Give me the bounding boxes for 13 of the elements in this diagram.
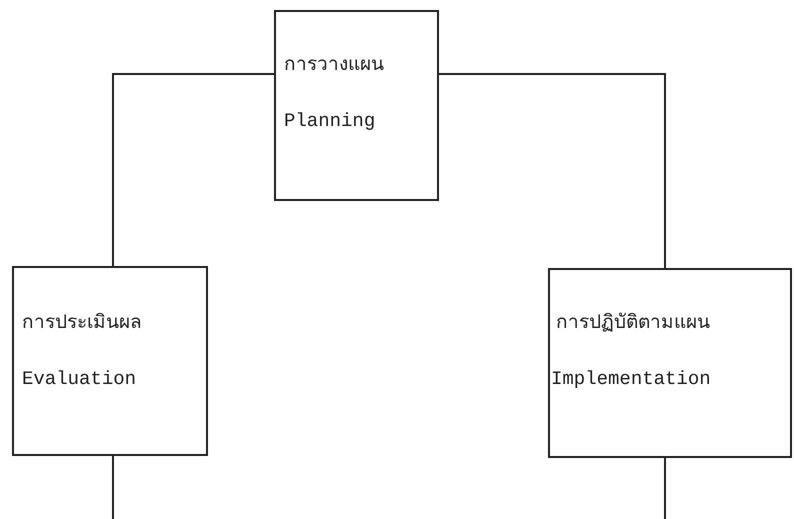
connector-line <box>112 456 114 519</box>
english-label: Implementation <box>551 368 711 390</box>
thai-heading: การวางแผน <box>284 53 384 78</box>
english-label: Evaluation <box>22 368 136 390</box>
connector-line <box>664 458 666 519</box>
thai-heading: การประเมินผล <box>22 311 142 336</box>
process-box <box>548 268 792 458</box>
english-label: Planning <box>284 110 376 132</box>
connector-line <box>112 73 274 266</box>
connector-line <box>439 73 666 268</box>
process-box <box>274 10 439 201</box>
process-box <box>12 266 208 456</box>
thai-heading: การปฏิบัติตามแผน <box>556 311 710 336</box>
